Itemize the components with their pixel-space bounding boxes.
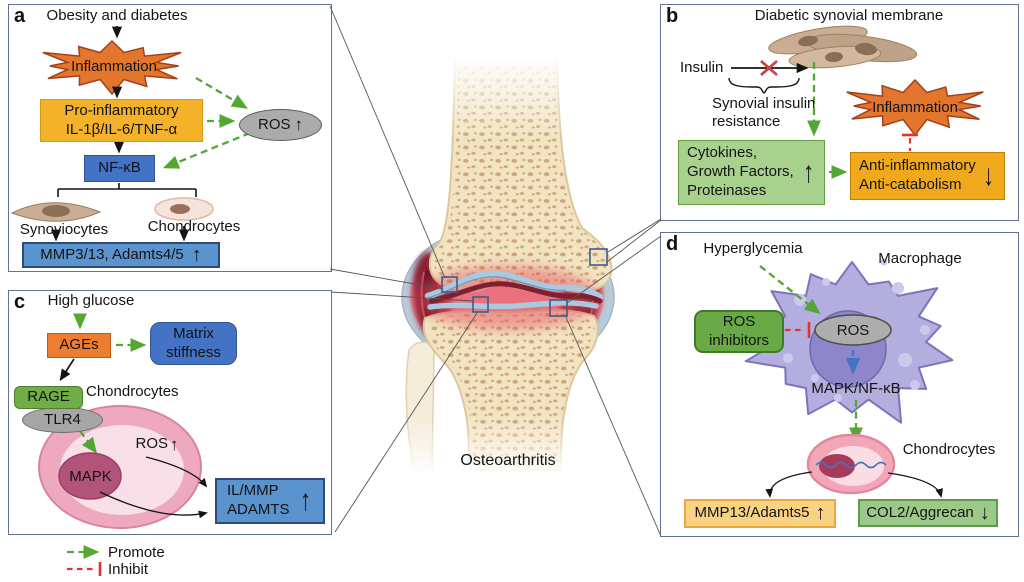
joint-line	[429, 281, 603, 304]
insulin-resistance-label: Synovial insulin resistance	[712, 95, 816, 130]
insulin-label: Insulin	[680, 59, 724, 76]
ages-box: AGEs	[47, 333, 111, 358]
up-arrow-icon: ↑	[170, 435, 179, 454]
mapk-nfkb-label: MAPK/NF-κB	[811, 380, 901, 397]
mmp13-adamts5-box: MMP13/Adamts5 ↑	[684, 499, 836, 528]
knee-joint-illustration	[398, 55, 622, 475]
up-arrow-icon: ↑	[299, 484, 312, 517]
down-arrow-icon: ↓	[979, 501, 990, 524]
il-mmp-adamts-box: IL/MMP ADAMTS ↑	[215, 478, 325, 524]
down-arrow-icon: ↓	[982, 159, 995, 192]
panel-a-letter: a	[14, 5, 26, 27]
high-glucose-label: High glucose	[47, 292, 135, 309]
ros-inhibitors-box: ROS inhibitors	[694, 310, 784, 353]
up-arrow-icon: ↑	[191, 243, 202, 266]
joint-inflammation-glow	[416, 266, 600, 330]
panel-d-letter: d	[666, 233, 679, 255]
ros-ellipse-a: ROS↑	[239, 109, 322, 141]
up-arrow-icon: ↑	[815, 502, 826, 524]
obesity-diabetes-label: Obesity and diabetes	[46, 7, 188, 24]
femur-bone	[428, 59, 613, 294]
joint-capsule	[401, 222, 615, 372]
rage-box: RAGE	[14, 386, 83, 409]
up-arrow-icon: ↑	[294, 115, 304, 135]
diabetic-membrane-title: Diabetic synovial membrane	[754, 7, 944, 24]
osteoarthritis-label: Osteoarthritis	[460, 452, 556, 469]
col2-aggrecan-label: COL2/Aggrecan	[866, 503, 974, 521]
inflammation-label-a: Inflammation	[71, 58, 157, 75]
nfkb-box: NF-κB	[84, 155, 155, 182]
mmp-adamts-box-a: MMP3/13, Adamts4/5 ↑	[22, 242, 220, 268]
synoviocytes-label: Synoviocytes	[19, 221, 109, 238]
legend-inhibit-label: Inhibit	[108, 561, 149, 578]
cartilage-upper	[424, 270, 604, 301]
up-arrow-icon: ↑	[802, 155, 815, 189]
ros-text: ROS	[135, 435, 168, 452]
chondrocytes-label-d: Chondrocytes	[902, 441, 996, 458]
chondrocytes-label-c: Chondrocytes	[86, 383, 179, 400]
fibula-bone	[405, 341, 435, 471]
hyperglycemia-label: Hyperglycemia	[703, 240, 803, 257]
zoom-box-c	[472, 296, 489, 313]
pro-inflammatory-box: Pro-inflammatory IL-1β/IL-6/TNF-α	[40, 99, 203, 142]
ros-label-d: ROS	[836, 322, 870, 339]
cartilage-lower	[427, 300, 599, 310]
cytokines-label: Cytokines, Growth Factors, Proteinases	[687, 144, 794, 199]
matrix-stiffness-box: Matrix stiffness	[150, 322, 237, 365]
tlr4-ellipse: TLR4	[22, 407, 103, 433]
chondrocytes-label-a: Chondrocytes	[147, 218, 241, 235]
macrophage-label: Macrophage	[878, 250, 962, 267]
panel-c-letter: c	[14, 291, 26, 313]
zoom-box-a	[441, 276, 458, 293]
zoom-box-b	[589, 248, 608, 266]
legend-art	[67, 545, 102, 576]
inflammation-label-b: Inflammation	[872, 99, 958, 116]
col2-aggrecan-box: COL2/Aggrecan ↓	[858, 499, 998, 527]
ros-label-a: ROS	[257, 115, 291, 133]
il-mmp-adamts-label: IL/MMP ADAMTS	[227, 482, 290, 518]
legend-promote-label: Promote	[108, 544, 165, 561]
zoom-box-d	[549, 299, 568, 317]
ros-label-c: ROS↑	[128, 435, 186, 455]
mmp-adamts-label: MMP3/13, Adamts4/5	[40, 245, 184, 263]
anti-inflammatory-box: Anti-inflammatory Anti-catabolism↓	[850, 152, 1005, 200]
mapk-label: MAPK	[69, 468, 112, 485]
tibia-bone	[422, 309, 599, 471]
panel-b-letter: b	[666, 5, 679, 27]
cytokines-box: Cytokines, Growth Factors, Proteinases↑	[678, 140, 825, 205]
mmp13-adamts5-label: MMP13/Adamts5	[694, 504, 810, 522]
anti-inflammatory-label: Anti-inflammatory Anti-catabolism	[859, 157, 976, 193]
inflamed-synovium	[410, 233, 604, 361]
